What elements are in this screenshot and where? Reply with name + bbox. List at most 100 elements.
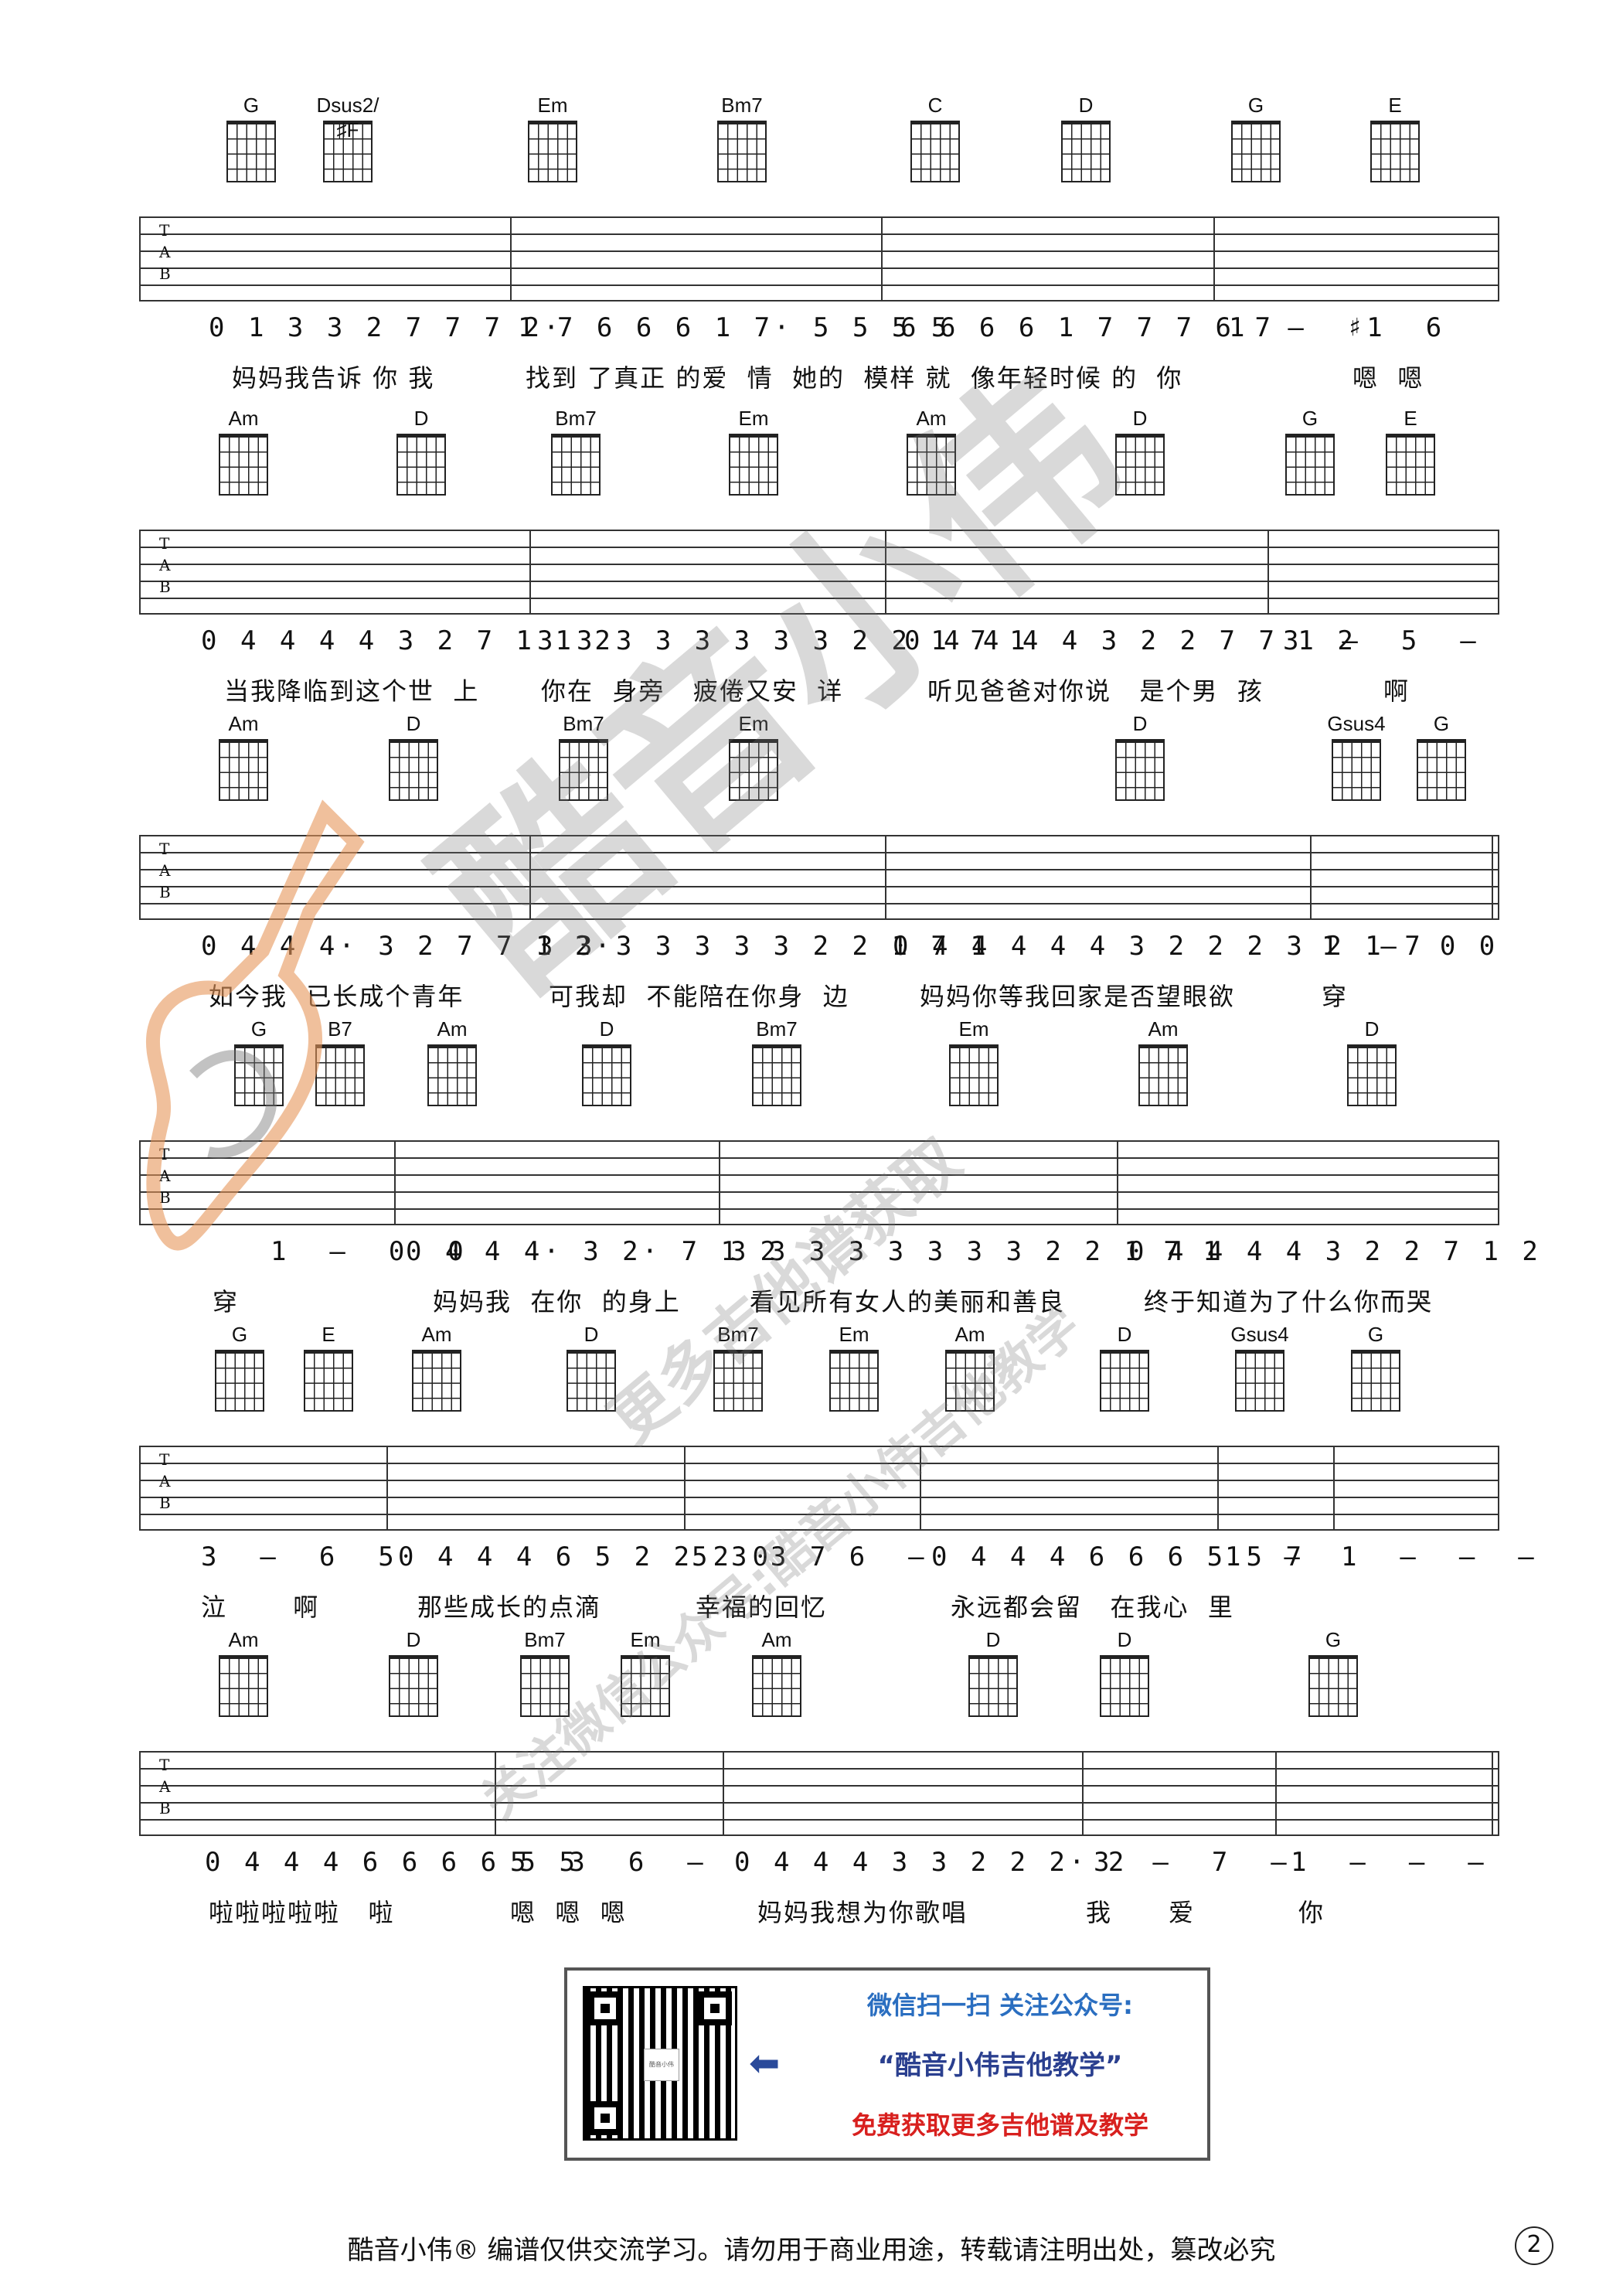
chord-diagram: Em <box>939 1017 1009 1106</box>
notation-measure: 1 – ♯1 6 <box>1229 312 1446 343</box>
notation-measure: 0 4 4 4 4 3 2 2 7 7 1 2 <box>904 625 1357 656</box>
chord-name: E <box>322 1323 335 1346</box>
chord-diagram: Bm7 <box>541 406 611 496</box>
chord-diagram: Dsus2/♯F <box>313 93 383 182</box>
chord-name: Dsus2/♯F <box>316 94 379 141</box>
lyrics-text: 幸福的回忆 <box>696 1593 828 1622</box>
chord-diagram: D <box>572 1017 641 1106</box>
lyrics-text: 听见爸爸对你说 是个男 孩 <box>927 676 1264 706</box>
chord-name: Am <box>228 712 259 735</box>
chord-name: D <box>413 407 429 430</box>
chord-name: D <box>1132 407 1148 430</box>
chord-diagram: Am <box>1128 1017 1198 1106</box>
numbered-notation: 0 1 3 3 2 7 7 7 2· 1 7 6 6 6 1 7· 5 5 5 … <box>139 312 1499 359</box>
chord-diagram-row: Am D Bm7 Em Am D G E <box>139 406 1499 522</box>
lyrics-text: 终于知道为了什么你而哭 <box>1144 1287 1434 1317</box>
chord-diagram: Em <box>719 406 788 496</box>
chord-diagram: Em <box>719 711 788 801</box>
notation-measure: 0 1 3 3 2 7 7 7 2· <box>209 312 563 343</box>
numbered-notation: 1 – 0 0 0 4 4 4· 3 2· 7 1 2 3 3 3 3 3 3 … <box>139 1236 1538 1283</box>
chord-diagram: D <box>958 1627 1028 1717</box>
chord-diagram: Bm7 <box>510 1627 580 1717</box>
chord-diagram-row: Am D Bm7 Em D Gsus4 G <box>139 711 1499 827</box>
notation-measure: 0 4 4 4 6 5 2 2 2 0 <box>398 1541 772 1572</box>
chord-name: D <box>599 1017 614 1041</box>
lyrics-text: 你在 身旁 疲倦又安 详 <box>541 676 844 706</box>
chord-diagram: Am <box>935 1322 1005 1412</box>
notation-measure: 1 – <box>1225 1541 1304 1572</box>
chord-name: G <box>243 94 260 117</box>
chord-name: Am <box>1148 1017 1179 1041</box>
chord-diagram: G <box>205 1322 274 1412</box>
lyrics-text: 嗯 嗯 <box>1352 363 1424 393</box>
chord-diagram: Am <box>897 406 966 496</box>
chord-diagram: D <box>379 1627 448 1717</box>
chord-name: D <box>1117 1628 1132 1651</box>
chord-diagram: D <box>1337 1017 1407 1106</box>
chord-diagram: Am <box>209 711 278 801</box>
guitar-watermark-icon <box>145 799 365 1251</box>
lyrics-text: 嗯 嗯 嗯 <box>510 1898 627 1927</box>
chord-diagram: Em <box>518 93 587 182</box>
chord-diagram: Em <box>611 1627 680 1717</box>
lyrics-text: 妈妈你等我回家是否望眼欲 <box>920 982 1236 1011</box>
chord-diagram: Bm7 <box>549 711 618 801</box>
chord-name: Bm7 <box>524 1628 566 1651</box>
lyrics-text: 妈妈我告诉 你 我 <box>232 363 435 393</box>
notation-measure: 3 – 5 – <box>1283 625 1480 656</box>
chord-name: D <box>584 1323 599 1346</box>
chord-name: Bm7 <box>563 712 604 735</box>
chord-diagram: B7 <box>305 1017 375 1106</box>
notation-measure: 1 – – – <box>1291 1847 1488 1878</box>
chord-name: D <box>406 712 421 735</box>
chord-diagram: D <box>1051 93 1121 182</box>
chord-name: Bm7 <box>756 1017 798 1041</box>
chord-name: G <box>1433 712 1450 735</box>
lyrics-line: 泣 啊 那些成长的点滴 幸福的回忆 永远都会留 在我心 里 <box>139 1588 1499 1623</box>
chord-diagram: G <box>1221 93 1291 182</box>
chord-name: D <box>1117 1323 1132 1346</box>
chord-diagram: D <box>386 406 456 496</box>
chord-diagram: G <box>224 1017 294 1106</box>
chord-diagram: C <box>900 93 970 182</box>
lyrics-text: 找到 了真正 的爱 情 她的 模样 就 像年轻时候 的 你 <box>526 363 1183 393</box>
chord-name: Gsus4 <box>1327 712 1386 735</box>
lyrics-text: 泣 啊 <box>201 1593 320 1622</box>
chord-diagram: Am <box>209 1627 278 1717</box>
arrow-left-icon: ⬅ <box>749 2042 781 2085</box>
lyrics-text: 可我却 不能陪在你身 边 <box>549 982 849 1011</box>
notation-measure: 3 3 3 3 3 3 3 3 2 2 1 7 1 <box>537 625 1029 656</box>
numbered-notation: 0 4 4 4 4 3 2 7 1 1 2 3 3 3 3 3 3 3 3 2 … <box>139 625 1499 672</box>
chord-name: Am <box>916 407 947 430</box>
chord-name: G <box>1247 94 1264 117</box>
notation-measure: 0 4 4 4· 3 2· 7 1 2 <box>406 1236 780 1267</box>
chord-diagram: Bm7 <box>742 1017 812 1106</box>
chord-name: Em <box>958 1017 989 1041</box>
chord-name: E <box>1404 407 1417 430</box>
chord-name: D <box>1132 712 1148 735</box>
chord-diagram: E <box>294 1322 363 1412</box>
chord-name: Am <box>421 1323 452 1346</box>
chord-name: Bm7 <box>717 1323 759 1346</box>
chord-name: Em <box>738 407 769 430</box>
chord-name: D <box>1364 1017 1380 1041</box>
chord-diagram: Am <box>417 1017 487 1106</box>
lyrics-line: 妈妈我告诉 你 我 找到 了真正 的爱 情 她的 模样 就 像年轻时候 的 你 … <box>139 359 1499 394</box>
numbered-notation: 3 – 6 5 0 4 4 4 6 5 2 2 2 0 5 3 3 7 6 – … <box>139 1541 1534 1588</box>
chord-name: Em <box>839 1323 869 1346</box>
chord-name: G <box>231 1323 248 1346</box>
qr-code-icon[interactable]: 酷音小伟 <box>583 1986 737 2141</box>
notation-measure: 1 – – – <box>1341 1541 1538 1572</box>
lyrics-line: 啦啦啦啦啦 啦 嗯 嗯 嗯 妈妈我想为你歌唱 我 爱 你 <box>139 1893 1499 1929</box>
promo-box: 酷音小伟 ⬅ 微信扫一扫 关注公众号: “酷音小伟吉他教学” 免费获取更多吉他谱… <box>564 1967 1210 2161</box>
lyrics-text: 穿 <box>1322 982 1349 1011</box>
